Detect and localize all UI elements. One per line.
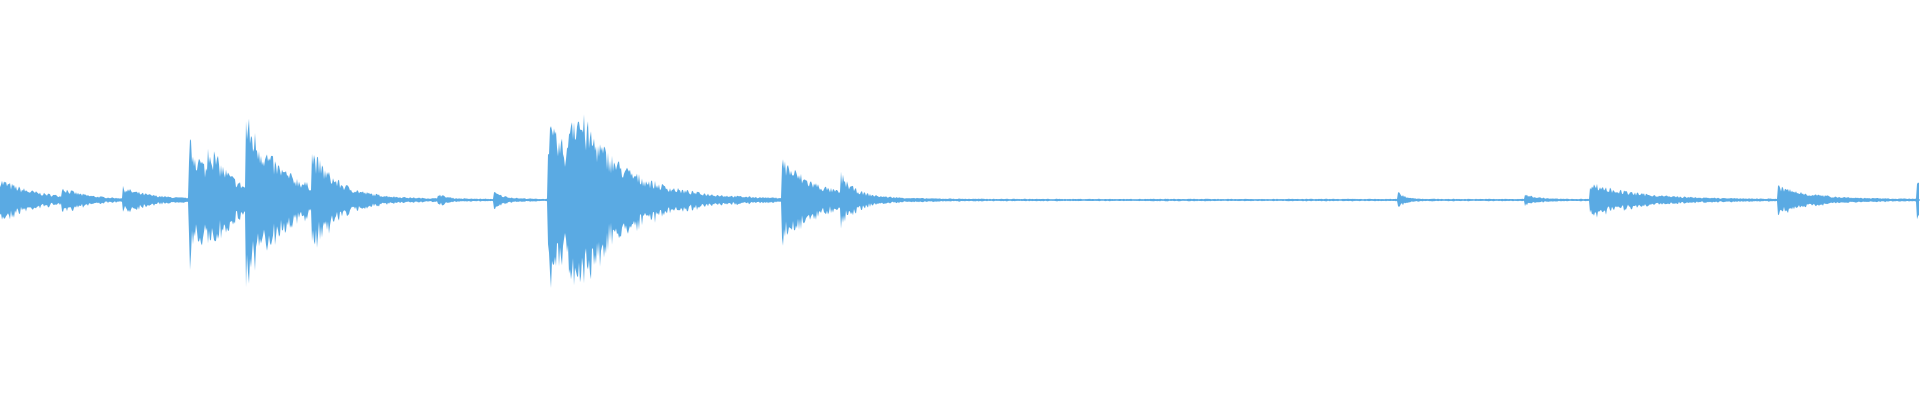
waveform-envelope [0,114,1919,289]
